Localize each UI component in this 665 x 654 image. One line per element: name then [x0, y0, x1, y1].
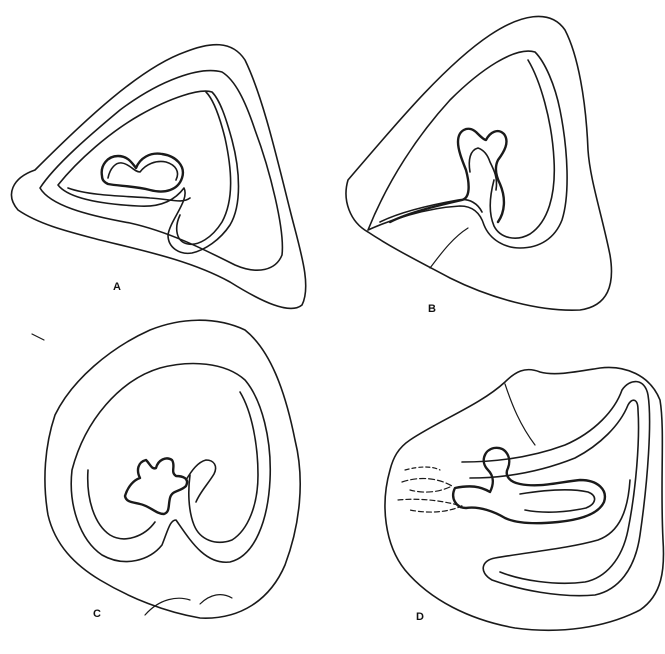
- panel-d-band-inner: [470, 400, 639, 583]
- stray-mark: [32, 334, 44, 340]
- panel-b-outer-contour: [346, 16, 611, 310]
- panel-d-top-notch: [505, 384, 535, 445]
- panel-a-central-cavity: [102, 154, 183, 192]
- panel-d-label: D: [416, 611, 424, 623]
- panel-c-lower-crease-2: [200, 595, 232, 604]
- panel-b-label: B: [428, 303, 436, 315]
- panel-c-drawing: [45, 320, 300, 618]
- panel-a-cavity-rim: [108, 161, 178, 180]
- panel-a-band-outer: [40, 71, 282, 271]
- panel-b-drawing: [346, 16, 611, 310]
- panel-b-lower-crease: [430, 228, 468, 268]
- panel-d-left-marks-3: [405, 467, 440, 470]
- panel-d-outer-contour: [385, 367, 664, 630]
- panel-d-cavity-rim: [520, 490, 595, 512]
- panel-b-central-cavity: [390, 129, 506, 222]
- panel-c-cavity-arm: [186, 460, 216, 502]
- panel-c-central-cavity: [125, 458, 187, 514]
- panel-b-band-inner: [380, 60, 554, 238]
- panel-a-drawing: [12, 45, 306, 309]
- panel-d-left-marks-2: [398, 499, 462, 512]
- panel-a-band-inner: [58, 91, 239, 253]
- panel-d-band-outer: [462, 382, 650, 596]
- panel-d-drawing: [385, 367, 664, 630]
- panel-c-lower-crease-1: [145, 598, 190, 615]
- panel-d-central-cavity: [453, 448, 605, 523]
- panel-d-left-marks-1: [402, 479, 452, 493]
- panel-c-label: C: [93, 608, 101, 620]
- panel-a-label: A: [113, 281, 121, 293]
- panel-a-outer-contour: [12, 45, 306, 309]
